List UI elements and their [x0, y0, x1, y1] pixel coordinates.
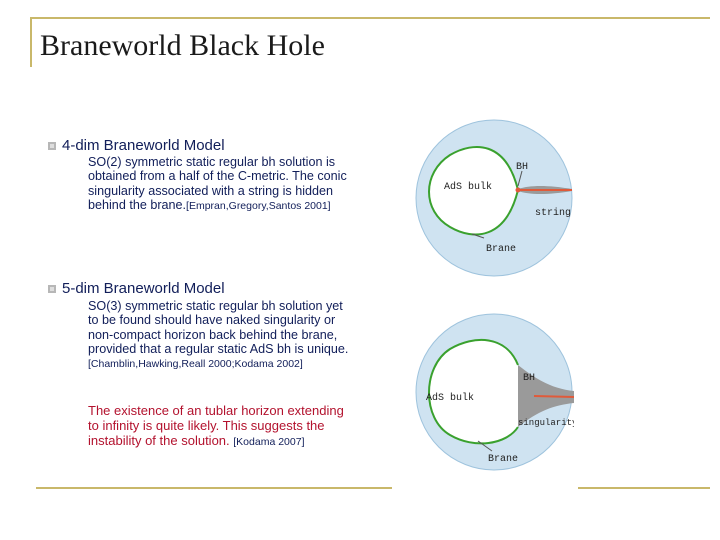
section2-highlight: The existence of an tublar horizon exten… — [88, 403, 356, 450]
brane-label: Brane — [486, 244, 516, 255]
brane-label: Brane — [488, 454, 518, 465]
bulk-label: AdS bulk — [444, 181, 492, 193]
brane-pointer — [477, 440, 493, 452]
frame-bottom-line — [36, 487, 392, 489]
section1-text: SO(2) symmetric static regular bh soluti… — [88, 155, 347, 212]
bulk-label: AdS bulk — [426, 392, 474, 404]
singularity-line — [533, 395, 574, 398]
section2-ref: [Chamblin,Hawking,Reall 2000;Kodama 2002… — [88, 358, 303, 371]
brane-curve — [428, 145, 520, 236]
section2-text: SO(3) symmetric static regular bh soluti… — [88, 299, 349, 356]
section2-body: SO(3) symmetric static regular bh soluti… — [88, 299, 356, 371]
string-label: string — [535, 207, 571, 219]
section2-highlight-text: The existence of an tublar horizon exten… — [88, 403, 344, 448]
section2-heading: 5-dim Braneworld Model — [62, 280, 225, 297]
singularity-label: singularity — [518, 418, 574, 428]
frame-top-line — [30, 17, 710, 19]
bh-label: BH — [523, 373, 535, 384]
bullet-square — [48, 142, 56, 150]
section2-highlight-ref: [Kodama 2007] — [233, 436, 305, 448]
horizon-point — [515, 187, 521, 193]
section1-ref: [Empran,Gregory,Santos 2001] — [186, 199, 331, 212]
bullet-square — [48, 285, 56, 293]
bh-label: BH — [516, 162, 528, 173]
section1-heading: 4-dim Braneworld Model — [62, 137, 225, 154]
brane-curve — [428, 338, 519, 445]
brane-pointer — [471, 233, 485, 239]
figure-4dim-braneworld: AdS bulk BH string Brane — [415, 119, 573, 277]
frame-bottom-line-right — [578, 487, 710, 489]
section1-body: SO(2) symmetric static regular bh soluti… — [88, 155, 356, 213]
brane-fill — [512, 365, 518, 427]
bh-pointer — [517, 170, 523, 187]
frame-left-line — [30, 17, 32, 67]
figure-5dim-braneworld: AdS bulk BH singularity Brane — [415, 313, 574, 471]
slide-title: Braneworld Black Hole — [40, 29, 325, 62]
